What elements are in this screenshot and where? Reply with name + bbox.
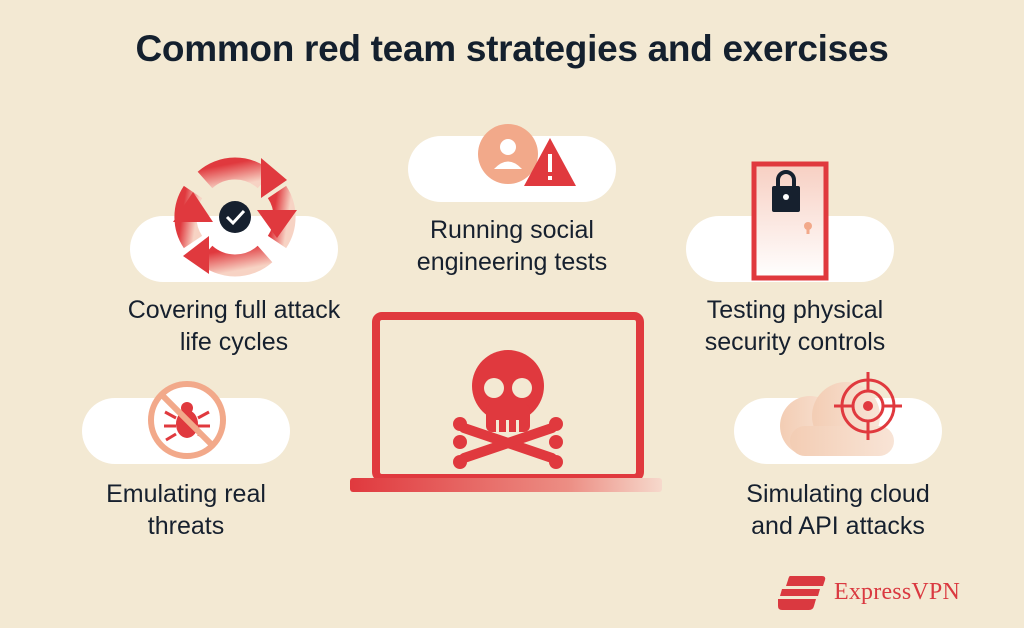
label-life-cycles: Covering full attack life cycles: [127, 296, 341, 356]
laptop-skull-icon: [350, 312, 662, 492]
door-lock-icon: [751, 161, 829, 281]
label-real-threats: Emulating real threats: [106, 480, 266, 540]
label-cloud-api: Simulating cloud and API attacks: [746, 480, 930, 540]
expressvpn-logo-icon: [778, 576, 826, 610]
cloud-target-icon: [780, 372, 902, 456]
label-physical-security: Testing physical security controls: [704, 296, 886, 356]
user-warning-icon: [478, 124, 576, 186]
cycle-arrows-check-icon: [173, 157, 297, 277]
no-bug-icon: [148, 381, 226, 459]
label-social-engineering: Running social engineering tests: [416, 216, 608, 276]
brand-name: ExpressVPN: [834, 579, 960, 605]
page-title: Common red team strategies and exercises: [135, 28, 889, 69]
